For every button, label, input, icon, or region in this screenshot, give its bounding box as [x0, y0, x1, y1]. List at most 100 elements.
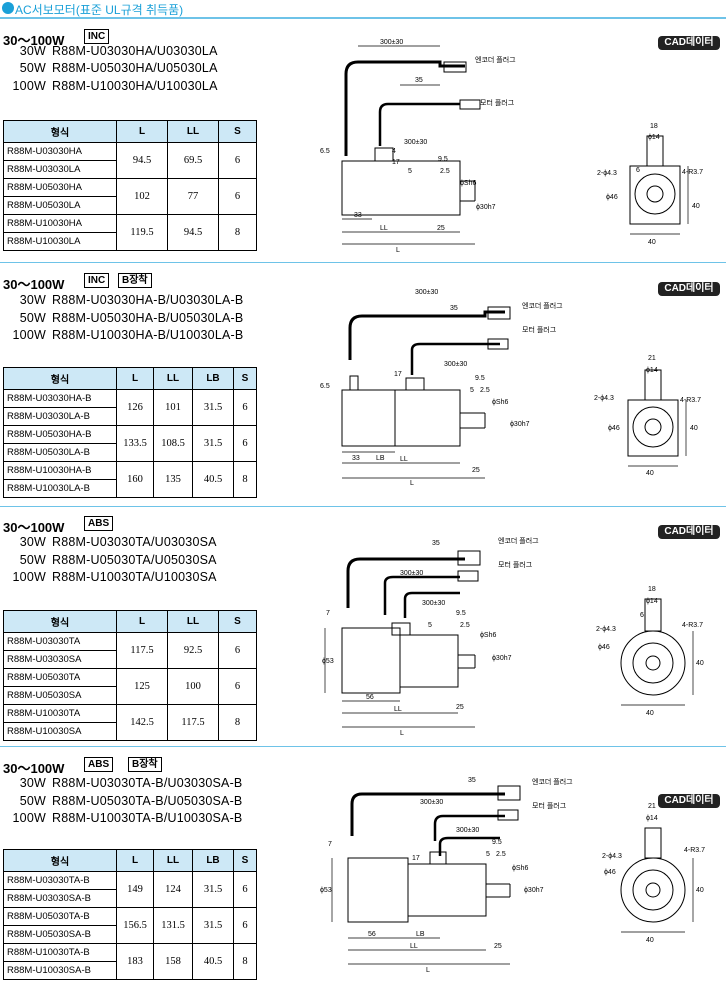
dimension-label: 2.5	[460, 622, 470, 629]
model-cell: R88M-U10030LA	[3, 232, 117, 251]
cad-data-button[interactable]: CAD데이터	[658, 282, 720, 296]
dimension-label: 6.5	[320, 148, 330, 155]
dimension-label: 33	[354, 212, 362, 219]
dimension-label: 모터 플러그	[532, 801, 567, 810]
table-header-row: 형식 L LL LB S	[3, 367, 257, 390]
value-cell: 94.5	[167, 214, 219, 251]
value-cell: 31.5	[192, 389, 234, 426]
dimension-drawing: 300±30 35 엔코더 플러그 모터 플러그 6.5 17 300±30 9…	[320, 289, 701, 487]
value-cell: 126	[116, 389, 154, 426]
power-range: 30～100W	[3, 33, 65, 48]
dimension-label: 17	[412, 855, 420, 862]
col-header: L	[116, 849, 154, 872]
dimension-label: 17	[392, 159, 400, 166]
value-cell: 6	[233, 871, 257, 908]
value-cell: 149	[116, 871, 154, 908]
col-header: L	[116, 120, 168, 143]
dimension-label: LL	[394, 706, 402, 713]
dimension-label: 40	[646, 710, 654, 717]
page-title: AC서보모터(표준 UL규격 취득품)	[15, 3, 184, 17]
value-cell: 101	[153, 389, 193, 426]
dimension-label: 18	[648, 586, 656, 593]
dimension-label: ϕ53	[320, 887, 332, 894]
value-cell: 8	[233, 461, 257, 498]
model-cell: R88M-U05030LA-B	[3, 443, 117, 462]
dimension-label: 21	[648, 355, 656, 362]
value-cell: 92.5	[167, 632, 219, 669]
value-cell: 100	[167, 668, 219, 705]
dimension-label: 18	[650, 123, 658, 130]
model-cell: R88M-U03030SA-B	[3, 889, 117, 908]
col-header: 형식	[3, 610, 117, 633]
value-cell: 6	[218, 142, 257, 179]
dimension-label: ϕ30h7	[476, 204, 496, 211]
dimension-label: 300±30	[400, 570, 423, 577]
table-header-row: 형식 L LL S	[3, 610, 257, 633]
value-cell: 69.5	[167, 142, 219, 179]
value-cell: 156.5	[116, 907, 154, 944]
dimension-label: ϕ14	[648, 134, 660, 141]
value-cell: 6	[233, 425, 257, 462]
col-header: LL	[167, 120, 219, 143]
dimension-label: LB	[416, 931, 425, 938]
dimension-label: 56	[368, 931, 376, 938]
dimension-label: 6.5	[320, 383, 330, 390]
dimension-label: 5	[408, 168, 412, 175]
col-header: L	[116, 367, 154, 390]
table-header-row: 형식 L LL LB S	[3, 849, 257, 872]
dimension-label: 9.5	[492, 839, 502, 846]
dimension-label: 2-ϕ4.3	[597, 170, 617, 177]
dimension-label: 5	[486, 851, 490, 858]
dimension-label: ϕ46	[604, 869, 616, 876]
value-cell: 8	[218, 704, 257, 741]
dimension-label: 35	[468, 777, 476, 784]
cad-data-button[interactable]: CAD데이터	[658, 794, 720, 808]
dimension-label: 9.5	[456, 610, 466, 617]
value-cell: 117.5	[116, 632, 168, 669]
model-cell: R88M-U05030HA-B	[3, 425, 117, 444]
tag-inc: INC	[84, 29, 110, 44]
model-cell: R88M-U03030HA-B	[3, 389, 117, 408]
col-header: S	[218, 120, 257, 143]
section-divider	[0, 262, 726, 263]
col-header: LB	[192, 367, 234, 390]
dimension-label: ϕ30h7	[510, 421, 530, 428]
dimension-label: 4-R3.7	[682, 622, 703, 629]
value-cell: 102	[116, 178, 168, 215]
dimension-label: 300±30	[444, 361, 467, 368]
dimension-label: 300±30	[456, 827, 479, 834]
power-range: 30～100W	[3, 761, 65, 776]
dimension-label: 25	[437, 225, 445, 232]
cad-data-button[interactable]: CAD데이터	[658, 36, 720, 50]
cad-data-button[interactable]: CAD데이터	[658, 525, 720, 539]
col-header: S	[233, 849, 257, 872]
model-cell: R88M-U10030SA	[3, 722, 117, 741]
dimension-label: 7	[326, 610, 330, 617]
model-cell: R88M-U03030HA	[3, 142, 117, 161]
tag-abs: ABS	[84, 757, 114, 772]
dimension-label: 40	[692, 203, 700, 210]
dimension-label: L	[426, 967, 430, 974]
dimension-label: ϕ53	[322, 658, 334, 665]
value-cell: 131.5	[153, 907, 193, 944]
model-cell: R88M-U05030LA	[3, 196, 117, 215]
tag-abs: ABS	[84, 516, 114, 531]
dimension-label: ϕ14	[646, 367, 658, 374]
dimension-label: 35	[450, 305, 458, 312]
col-header: LL	[153, 849, 193, 872]
dimension-label: 2-ϕ4.3	[596, 626, 616, 633]
model-cell: R88M-U05030TA	[3, 668, 117, 687]
dimension-label: ϕSh6	[480, 632, 496, 639]
